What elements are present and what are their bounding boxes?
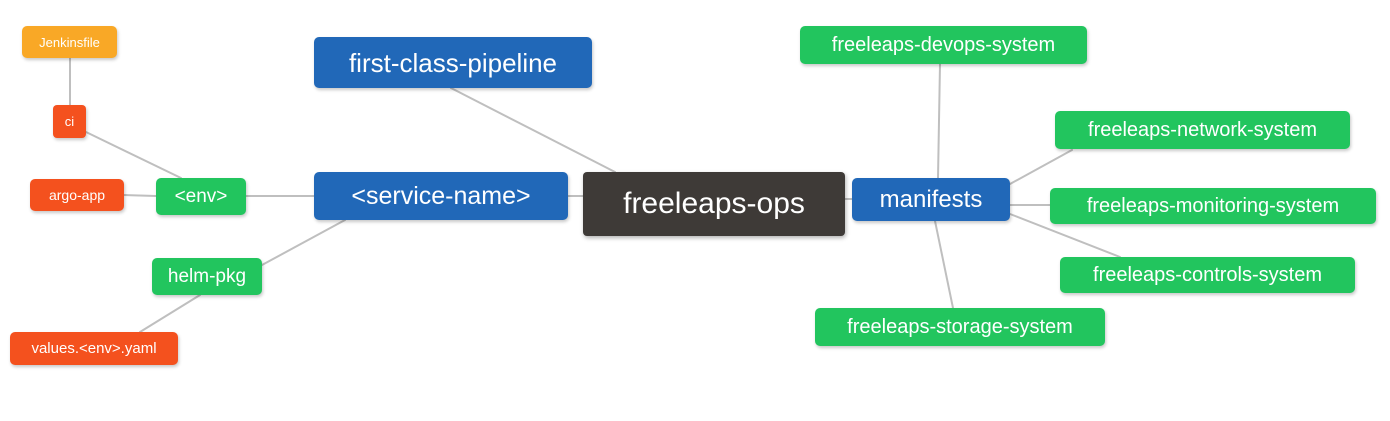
mindmap-node-values-env-yaml[interactable]: values.<env>.yaml xyxy=(10,332,178,365)
edge-values-env-yaml-to-helm-pkg xyxy=(139,294,201,333)
edge-first-class-pipeline-to-freeleaps-ops xyxy=(450,87,616,173)
mindmap-node-label: <service-name> xyxy=(351,181,531,210)
mindmap-node-label: freeleaps-ops xyxy=(623,187,805,220)
mindmap-node-freeleaps-storage-system[interactable]: freeleaps-storage-system xyxy=(815,308,1105,346)
mindmap-node-jenkinsfile[interactable]: Jenkinsfile xyxy=(22,26,117,58)
mindmap-node-label: manifests xyxy=(879,185,983,213)
mindmap-node-argo-app[interactable]: argo-app xyxy=(30,179,124,211)
edge-argo-app-to-env xyxy=(123,194,157,197)
mindmap-node-freeleaps-network-system[interactable]: freeleaps-network-system xyxy=(1055,111,1350,149)
mindmap-node-label: values.<env>.yaml xyxy=(31,340,157,357)
mindmap-node-first-class-pipeline[interactable]: first-class-pipeline xyxy=(314,37,592,88)
mindmap-node-freeleaps-ops[interactable]: freeleaps-ops xyxy=(583,172,845,236)
mindmap-node-freeleaps-monitoring-system[interactable]: freeleaps-monitoring-system xyxy=(1050,188,1376,224)
mindmap-node-label: ci xyxy=(64,114,75,129)
edge-ci-to-env xyxy=(85,131,182,179)
mindmap-node-label: helm-pkg xyxy=(167,266,247,287)
mindmap-node-label: freeleaps-devops-system xyxy=(831,34,1056,56)
mindmap-node-freeleaps-controls-system[interactable]: freeleaps-controls-system xyxy=(1060,257,1355,293)
edge-helm-pkg-to-service-name xyxy=(261,219,346,266)
mindmap-node-label: argo-app xyxy=(48,187,106,203)
mindmap-node-label: freeleaps-monitoring-system xyxy=(1086,195,1340,217)
mindmap-node-helm-pkg[interactable]: helm-pkg xyxy=(152,258,262,295)
edge-manifests-to-freeleaps-devops-system xyxy=(937,63,941,179)
mindmap-node-label: first-class-pipeline xyxy=(348,47,558,78)
mindmap-node-ci[interactable]: ci xyxy=(53,105,86,138)
mindmap-node-label: freeleaps-controls-system xyxy=(1093,264,1322,286)
mindmap-node-manifests[interactable]: manifests xyxy=(852,178,1010,221)
edge-manifests-to-freeleaps-network-system xyxy=(1009,149,1073,185)
mindmap-node-freeleaps-devops-system[interactable]: freeleaps-devops-system xyxy=(800,26,1087,64)
mindmap-node-label: freeleaps-storage-system xyxy=(847,316,1073,338)
mindmap-node-label: <env> xyxy=(174,186,228,207)
edge-manifests-to-freeleaps-storage-system xyxy=(934,220,954,309)
mindmap-node-service-name[interactable]: <service-name> xyxy=(314,172,568,220)
mindmap-node-env[interactable]: <env> xyxy=(156,178,246,215)
mindmap-node-label: freeleaps-network-system xyxy=(1088,119,1317,141)
mindmap-node-label: Jenkinsfile xyxy=(39,34,100,50)
